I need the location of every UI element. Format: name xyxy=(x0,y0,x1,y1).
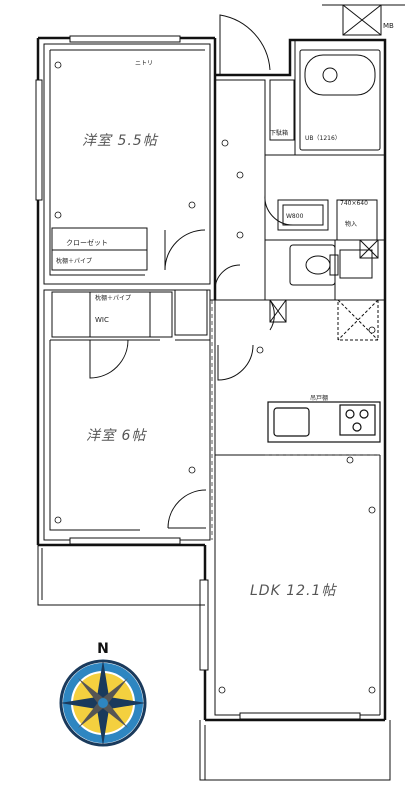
wic-label: WIC xyxy=(95,316,109,324)
bedroom-a-label: 洋室 5.5帖 xyxy=(82,133,159,149)
unit-bath xyxy=(299,49,381,151)
pantry xyxy=(269,239,379,341)
bedroom-b-label: 洋室 6帖 xyxy=(86,428,147,444)
mb-label: MB xyxy=(383,22,394,30)
shoe-cabinet xyxy=(269,79,295,141)
washroom xyxy=(277,199,378,286)
wash-size-label: 740×640 xyxy=(340,200,368,207)
toilet xyxy=(305,254,339,276)
doors xyxy=(89,14,294,529)
compass-icon: N xyxy=(59,641,147,747)
storage-label: 物入 xyxy=(345,220,357,228)
outlets xyxy=(54,61,376,694)
unit-bath-label: UB（1216） xyxy=(305,135,341,142)
washing-machine-label: W800 xyxy=(286,213,304,220)
north-label: N xyxy=(97,641,109,657)
ldk-label: LDK 12.1帖 xyxy=(250,583,337,599)
kitchen-counter xyxy=(267,401,381,443)
windows xyxy=(35,35,361,720)
bedroom-a-closet xyxy=(51,227,148,271)
closet-shelf-label: 枕棚＋パイプ xyxy=(56,257,92,265)
balcony xyxy=(37,545,391,781)
entrance-note-label: ニトリ xyxy=(135,60,153,67)
closet-label: クローゼット xyxy=(66,238,108,247)
kitchen-note-label: 吊戸棚 xyxy=(310,394,328,402)
wic-shelf-label: 枕棚＋パイプ xyxy=(95,294,131,302)
cabinet-label: 下駄箱 xyxy=(270,129,288,137)
dashed-lines xyxy=(211,300,380,540)
mb-box xyxy=(322,4,405,36)
wic xyxy=(51,289,208,338)
